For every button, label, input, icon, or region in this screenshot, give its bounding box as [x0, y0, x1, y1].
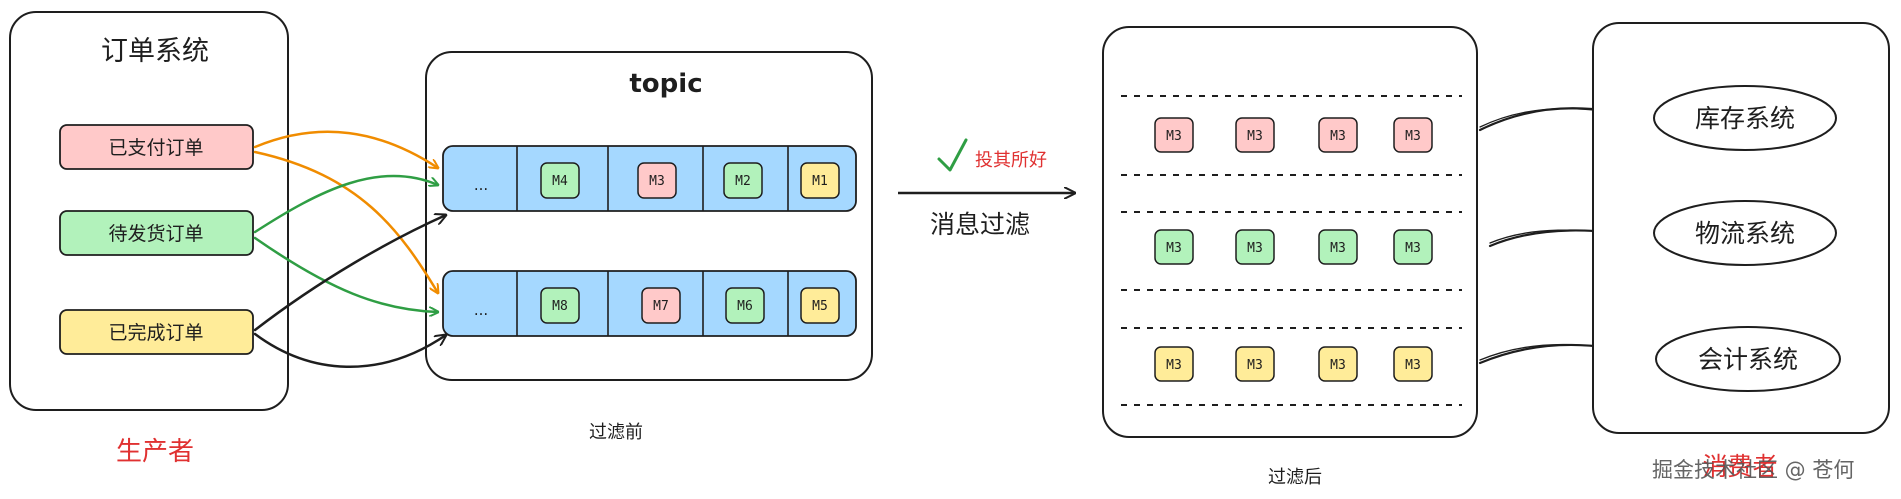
checkmark-icon: [937, 138, 968, 172]
topic-title: topic: [629, 69, 702, 99]
message-chip: M3: [1154, 117, 1194, 153]
queue-2-ellipsis: ...: [474, 301, 488, 319]
message-label: M3: [1247, 129, 1263, 144]
consumer-logistics: 物流系统: [1653, 200, 1837, 266]
producer-caption: 生产者: [116, 437, 194, 467]
arrow-green-to-queue-1: [253, 174, 438, 234]
filter-label: 消息过滤: [930, 210, 1030, 239]
message-label: M3: [1330, 358, 1346, 373]
queue-1: ... M4 M3 M2 M1: [442, 145, 857, 212]
producer-title: 订单系统: [101, 36, 209, 67]
message-label: M7: [653, 299, 669, 314]
filter-step: 投其所好 消息过滤: [898, 138, 1075, 239]
order-pending-shipment: 待发货订单: [59, 210, 254, 256]
message-chip: M3: [1318, 229, 1358, 265]
message-chip: M3: [1235, 117, 1275, 153]
filtered-box: M3 M3 M3 M3 M3 M3 M3 M3 M3 M3 M3 M3: [1102, 26, 1478, 438]
message-chip: M3: [1154, 346, 1194, 382]
queue-1-ellipsis: ...: [474, 176, 488, 194]
order-completed: 已完成订单: [59, 309, 254, 355]
filtered-row-completed: M3 M3 M3 M3: [1154, 346, 1433, 382]
filter-note: 投其所好: [975, 150, 1047, 171]
order-completed-label: 已完成订单: [108, 322, 203, 344]
message-label: M5: [812, 299, 828, 314]
message-label: M3: [1166, 358, 1182, 373]
consumer-inventory: 库存系统: [1653, 85, 1837, 151]
message-label: M3: [1405, 241, 1421, 256]
message-chip: M3: [1235, 346, 1275, 382]
message-label: M3: [1166, 129, 1182, 144]
queue-2: ... M8 M7 M6 M5: [442, 270, 857, 337]
message-chip: M6: [725, 287, 765, 324]
message-chip: M3: [1235, 229, 1275, 265]
message-chip: M8: [540, 287, 580, 324]
order-paid-label: 已支付订单: [108, 137, 203, 159]
message-label: M8: [552, 299, 568, 314]
message-chip: M5: [800, 287, 840, 324]
message-label: M3: [1247, 241, 1263, 256]
message-label: M3: [1405, 129, 1421, 144]
consumer-accounting-label: 会计系统: [1698, 345, 1798, 374]
consumer-logistics-label: 物流系统: [1695, 219, 1795, 248]
message-label: M4: [552, 174, 568, 189]
arrow-black-to-queue-2: [253, 332, 446, 369]
message-chip: M3: [1318, 346, 1358, 382]
filtered-row-pending: M3 M3 M3 M3: [1154, 229, 1433, 265]
consumer-accounting: 会计系统: [1655, 326, 1841, 392]
order-paid: 已支付订单: [59, 124, 254, 170]
arrow-black-to-queue-1: [253, 215, 446, 332]
message-chip: M3: [1154, 229, 1194, 265]
arrow-orange-to-queue-1: [253, 130, 438, 168]
message-label: M3: [1247, 358, 1263, 373]
filtered-row-paid: M3 M3 M3 M3: [1154, 117, 1433, 153]
arrow-orange-to-queue-2: [253, 150, 438, 293]
message-chip: M4: [540, 162, 580, 199]
consumer-inventory-label: 库存系统: [1695, 104, 1795, 133]
arrow-green-to-queue-2: [253, 236, 440, 312]
message-chip: M3: [1393, 117, 1433, 153]
consumer-caption: 消费者: [1702, 452, 1777, 481]
message-chip: M3: [1393, 229, 1433, 265]
message-chip: M7: [641, 287, 681, 324]
message-label: M3: [1405, 358, 1421, 373]
message-label: M2: [735, 174, 751, 189]
message-label: M1: [812, 174, 828, 189]
producer-box: 订单系统 已支付订单 待发货订单 已完成订单: [9, 11, 289, 411]
message-label: M6: [737, 299, 753, 314]
message-chip: M1: [800, 162, 840, 199]
message-chip: M3: [637, 162, 677, 199]
message-chip: M3: [1393, 346, 1433, 382]
topic-caption: 过滤前: [589, 422, 643, 443]
message-label: M3: [1330, 129, 1346, 144]
consumer-box: 库存系统 物流系统 会计系统: [1592, 22, 1890, 434]
message-label: M3: [1330, 241, 1346, 256]
message-label: M3: [1166, 241, 1182, 256]
topic-box: topic ... M4 M3 M2 M1: [425, 51, 873, 381]
watermark: 掘金技术社区 @ 苍何: [1652, 458, 1854, 482]
filtered-caption: 过滤后: [1268, 467, 1322, 488]
message-label: M3: [649, 174, 665, 189]
publish-arrows: [253, 130, 446, 369]
order-pending-shipment-label: 待发货订单: [108, 223, 203, 245]
message-chip: M2: [723, 162, 763, 199]
message-chip: M3: [1318, 117, 1358, 153]
